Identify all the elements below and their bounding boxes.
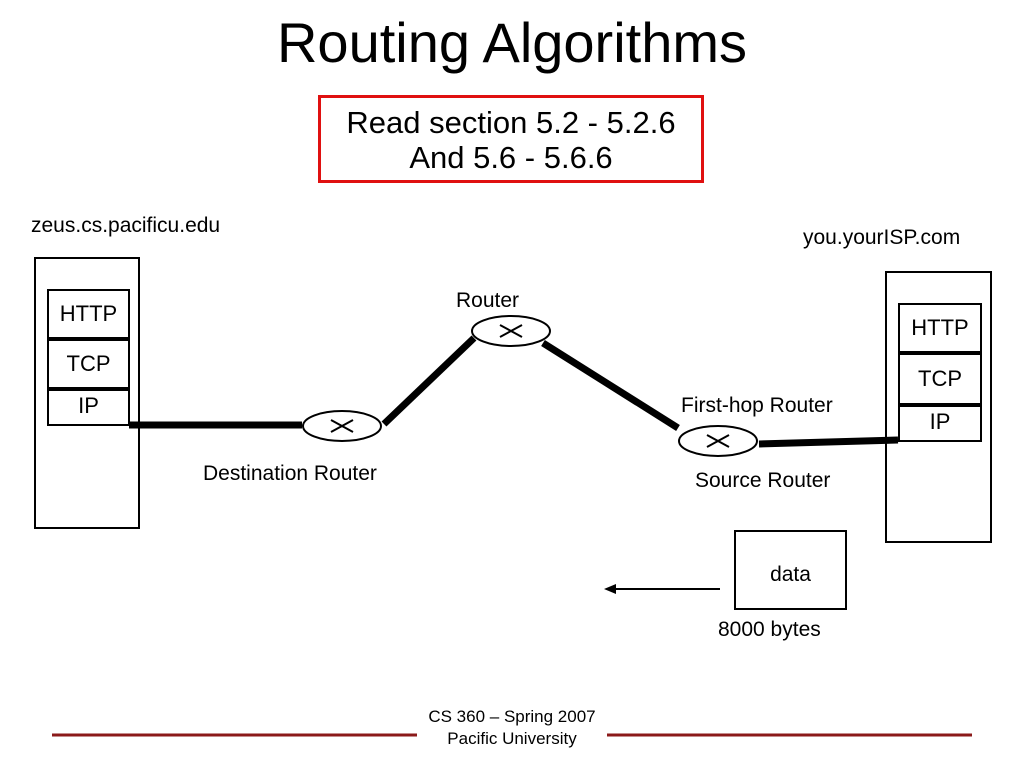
destination-http-layer: HTTP (47, 289, 130, 339)
footer-course: CS 360 – Spring 2007 (428, 707, 596, 726)
reading-note: Read section 5.2 - 5.2.6 And 5.6 - 5.6.6 (318, 95, 704, 183)
link-router-to-source-router (541, 340, 680, 431)
destination-host-name: zeus.cs.pacificu.edu (31, 214, 221, 237)
source-host-name: you.yourISP.com (803, 226, 961, 249)
router-icon (471, 315, 551, 347)
first-hop-router-label: First-hop Router (681, 394, 833, 417)
destination-tcp-layer: TCP (47, 339, 130, 389)
destination-host-box (34, 257, 140, 529)
destination-router-icon (302, 410, 382, 442)
destination-ip-layer: IP (47, 389, 130, 426)
link-dest-router-to-router (381, 335, 477, 427)
link-source-router-to-source-host (758, 436, 899, 448)
packet-size-label: 8000 bytes (718, 618, 821, 641)
destination-router-label: Destination Router (203, 462, 377, 485)
reading-note-line-2: And 5.6 - 5.6.6 (409, 140, 613, 175)
left-arrow-icon (604, 584, 720, 594)
source-http-layer: HTTP (898, 303, 982, 353)
reading-note-line-1: Read section 5.2 - 5.2.6 (346, 105, 676, 140)
router-label: Router (456, 289, 520, 312)
data-packet: data (734, 530, 847, 610)
source-ip-layer: IP (898, 405, 982, 442)
source-router-label: Source Router (695, 469, 831, 492)
source-host-box (885, 271, 992, 543)
slide-title: Routing Algorithms (276, 11, 747, 74)
footer: CS 360 – Spring 2007 Pacific University (0, 706, 1024, 750)
footer-school: Pacific University (447, 729, 577, 748)
source-router-icon (678, 425, 758, 457)
source-tcp-layer: TCP (898, 353, 982, 405)
